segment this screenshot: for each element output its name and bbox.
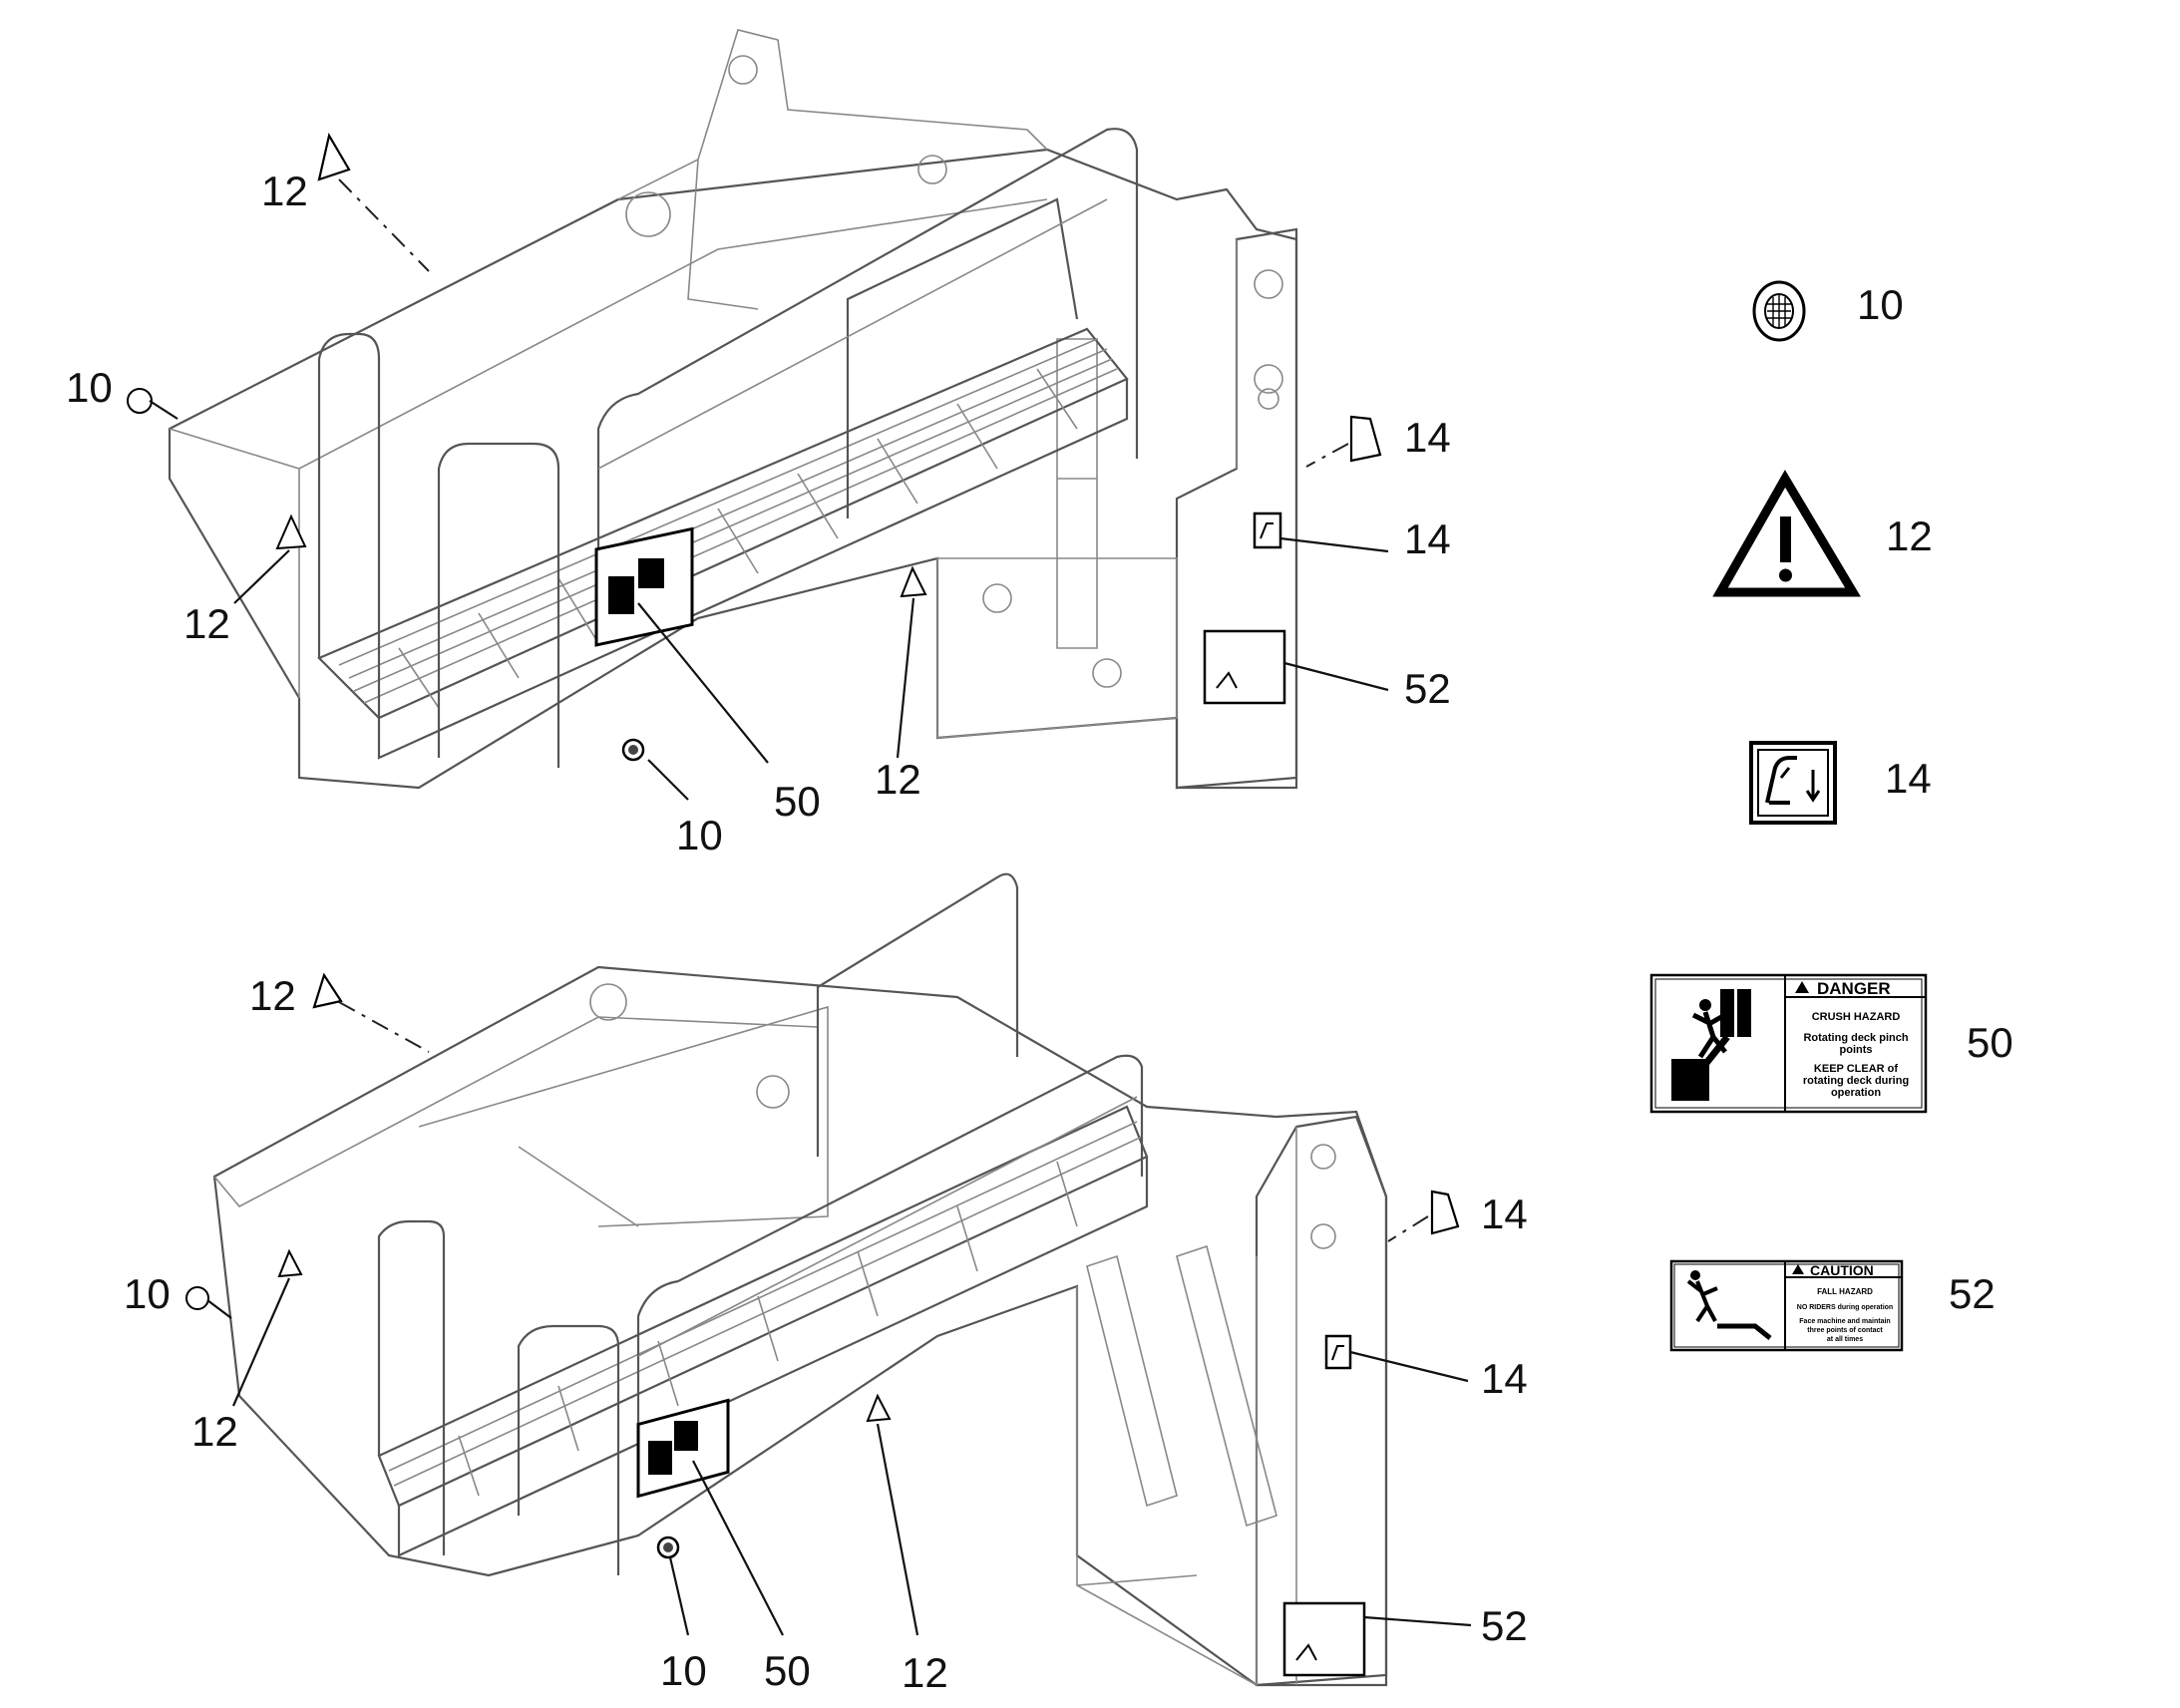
bottom-decal-caution [1282, 1601, 1366, 1677]
danger-header: DANGER [1817, 979, 1891, 998]
top-decal-caution [1203, 629, 1286, 705]
bottom-callout-52: 52 [1481, 1602, 1528, 1649]
caution-line1: NO RIDERS during operation [1797, 1304, 1893, 1311]
top-reflector-10a [127, 388, 153, 414]
bottom-decal-manual [1324, 1334, 1352, 1370]
bottom-callout-12a: 12 [249, 972, 296, 1019]
top-callout-12c: 12 [875, 756, 921, 803]
legend-caution-decal: CAUTION FALL HAZARD NO RIDERS during ope… [1669, 1259, 1904, 1352]
bottom-callout-14b: 14 [1481, 1355, 1528, 1402]
bottom-callout-50: 50 [764, 1647, 811, 1694]
danger-line5: operation [1831, 1087, 1881, 1099]
legend-reflector [1752, 280, 1806, 342]
top-decal-manual [1253, 512, 1282, 549]
top-callout-10b: 10 [676, 812, 723, 858]
caution-alert-icon [1792, 1264, 1804, 1274]
legend-manual [1749, 741, 1837, 825]
manual-icon [1749, 741, 1837, 825]
top-warning-marks [275, 133, 1382, 598]
bottom-reflector-10b [656, 1536, 680, 1559]
top-reflector-10b [621, 738, 645, 762]
danger-line4: rotating deck during [1803, 1075, 1909, 1087]
legend-danger-decal: DANGER CRUSH HAZARD Rotating deck pinch … [1649, 973, 1928, 1114]
legend-num-14: 14 [1885, 755, 1932, 802]
top-callout-10a: 10 [66, 364, 113, 411]
caution-header: CAUTION [1810, 1262, 1874, 1278]
crush-hazard-icon [1671, 989, 1751, 1101]
caution-line3: three points of contact [1807, 1327, 1883, 1334]
top-decal-danger [594, 526, 694, 647]
caution-line2: Face machine and maintain [1799, 1318, 1890, 1325]
top-leaders [149, 178, 1389, 801]
bottom-leaders [206, 1001, 1472, 1636]
bottom-callout-14a: 14 [1481, 1191, 1528, 1237]
danger-hazard: CRUSH HAZARD [1812, 1011, 1901, 1023]
legend-num-52: 52 [1949, 1270, 1996, 1317]
bottom-callout-10b: 10 [660, 1647, 707, 1694]
top-callout-12b: 12 [183, 600, 230, 647]
fall-hazard-icon [1686, 1270, 1772, 1340]
caution-hazard: FALL HAZARD [1817, 1287, 1873, 1296]
top-callout-50: 50 [774, 778, 821, 825]
bottom-reflector-10a [185, 1286, 209, 1310]
danger-line2: points [1840, 1044, 1873, 1056]
top-platform-assembly [168, 29, 1298, 790]
bottom-decal-danger [636, 1398, 730, 1499]
danger-line3: KEEP CLEAR of [1814, 1063, 1898, 1075]
legend-num-50: 50 [1967, 1019, 2013, 1066]
danger-alert-icon [1795, 981, 1809, 993]
bottom-callout-12b: 12 [191, 1408, 238, 1455]
danger-line1: Rotating deck pinch [1803, 1032, 1908, 1044]
bottom-callout-10a: 10 [124, 1270, 171, 1317]
legend-num-12: 12 [1886, 512, 1933, 559]
top-callout-12a: 12 [261, 168, 308, 214]
top-callout-14b: 14 [1404, 515, 1451, 562]
legend-warning [1712, 470, 1861, 597]
bottom-callout-12c: 12 [902, 1649, 948, 1696]
bottom-platform-assembly [212, 872, 1388, 1687]
caution-line4: at all times [1827, 1336, 1863, 1343]
legend-num-10: 10 [1857, 281, 1904, 328]
top-callout-52: 52 [1404, 665, 1451, 712]
top-callout-14a: 14 [1404, 414, 1451, 461]
bottom-warning-marks [277, 972, 1460, 1423]
